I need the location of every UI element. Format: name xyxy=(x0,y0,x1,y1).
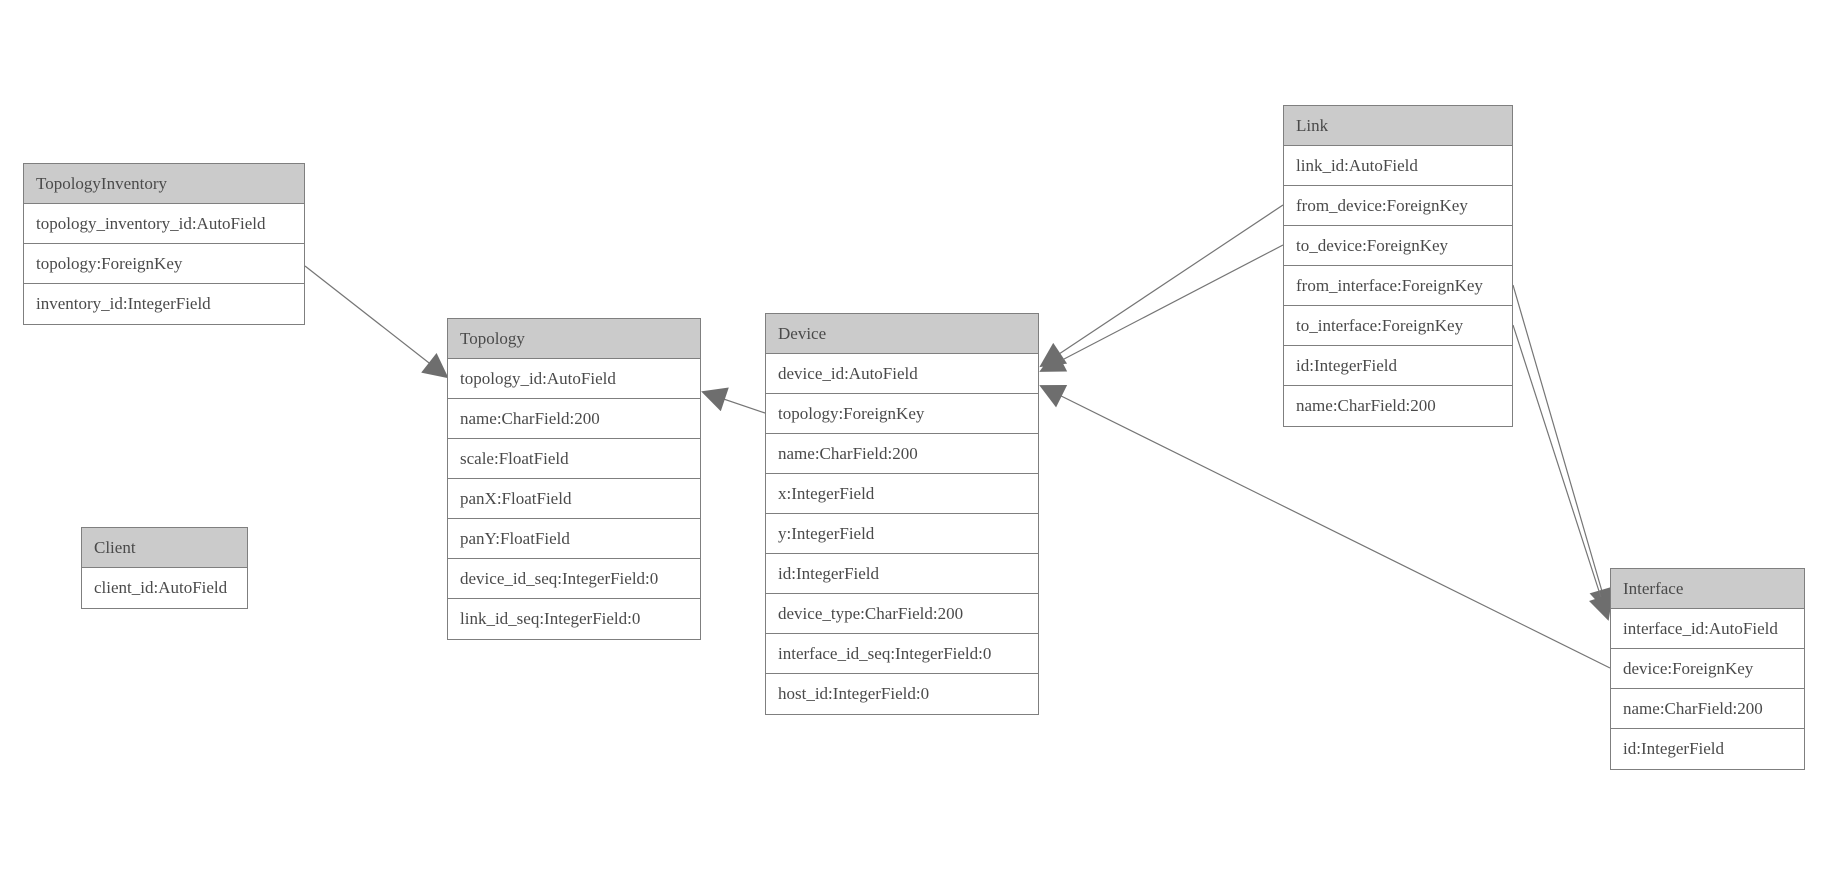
entity-field-row: id:IntegerField xyxy=(1284,346,1512,386)
entity-field-row: id:IntegerField xyxy=(1623,739,1725,758)
entity-table-client[interactable]: Client client_id:AutoField xyxy=(81,527,248,609)
entity-field-row: from_device:ForeignKey xyxy=(1284,186,1512,226)
entity-field-row: name:CharField:200 xyxy=(766,434,1038,474)
entity-field-row: name:CharField:200 xyxy=(448,399,700,439)
edge-interface-device xyxy=(1039,385,1611,669)
entity-field-row: to_interface:ForeignKey xyxy=(1284,306,1512,346)
entity-field-row: panX:FloatField xyxy=(448,479,700,519)
entity-field-row: topology:ForeignKey xyxy=(766,394,1038,434)
entity-field-row: device:ForeignKey xyxy=(1611,649,1804,689)
entity-title: Interface xyxy=(1611,569,1804,609)
edge-link-from-device xyxy=(1039,204,1284,368)
entity-field-row: inventory_id:IntegerField xyxy=(36,294,211,313)
edge-device-topology xyxy=(701,387,766,414)
entity-field-row: name:CharField:200 xyxy=(1296,396,1436,415)
edge-link-to-device xyxy=(1039,244,1284,372)
entity-field-row: panY:FloatField xyxy=(448,519,700,559)
entity-field-row: link_id_seq:IntegerField:0 xyxy=(460,609,641,628)
entity-field-row: scale:FloatField xyxy=(448,439,700,479)
entity-field-row: link_id:AutoField xyxy=(1284,146,1512,186)
entity-field-row: host_id:IntegerField:0 xyxy=(778,684,930,703)
entity-field-row: interface_id_seq:IntegerField:0 xyxy=(766,634,1038,674)
entity-field-row: device_id:AutoField xyxy=(766,354,1038,394)
entity-field-row: name:CharField:200 xyxy=(1611,689,1804,729)
entity-field-row: topology_inventory_id:AutoField xyxy=(24,204,304,244)
entity-field-row: to_device:ForeignKey xyxy=(1284,226,1512,266)
entity-field-row: id:IntegerField xyxy=(766,554,1038,594)
entity-field-row: device_id_seq:IntegerField:0 xyxy=(448,559,700,599)
entity-field-row: device_type:CharField:200 xyxy=(766,594,1038,634)
entity-field-row: topology_id:AutoField xyxy=(448,359,700,399)
entity-title: Link xyxy=(1284,106,1512,146)
entity-title: Device xyxy=(766,314,1038,354)
edge-link-to-interface xyxy=(1512,324,1613,621)
entity-field-row: client_id:AutoField xyxy=(94,578,228,597)
entity-field-row: y:IntegerField xyxy=(766,514,1038,554)
entity-field-row: from_interface:ForeignKey xyxy=(1284,266,1512,306)
entity-title: Topology xyxy=(448,319,700,359)
entity-title: Client xyxy=(82,528,247,568)
entity-field-row: topology:ForeignKey xyxy=(24,244,304,284)
edge-link-from-interface xyxy=(1512,284,1614,614)
entity-title: TopologyInventory xyxy=(24,164,304,204)
edge-topologyinventory-topology xyxy=(304,265,449,379)
entity-field-row: interface_id:AutoField xyxy=(1611,609,1804,649)
entity-field-row: x:IntegerField xyxy=(766,474,1038,514)
